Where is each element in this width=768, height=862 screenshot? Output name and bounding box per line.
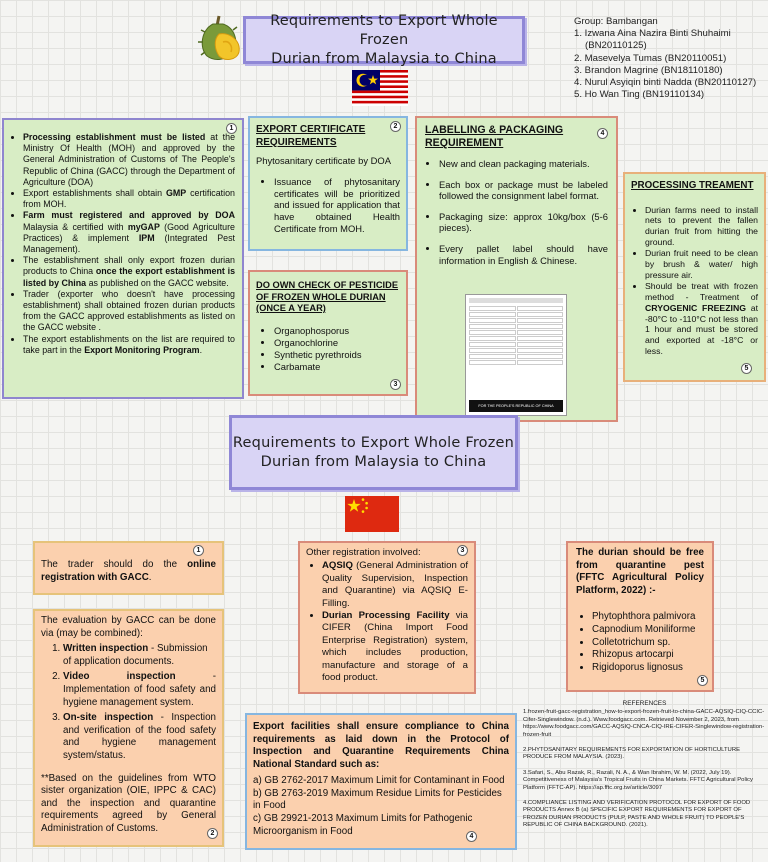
box-number-badge: 5 <box>697 675 708 686</box>
china-box-quarantine-pest: The durian should be free from quarantin… <box>566 541 714 692</box>
box-number-badge: 1 <box>226 123 237 134</box>
packaging-list: New and clean packaging materials. Each … <box>425 158 608 266</box>
china-flag <box>345 496 399 532</box>
list-item: Organophosporus <box>274 325 400 337</box>
list-item: Rhizopus artocarpi <box>592 649 704 662</box>
title-line-2: Durian from Malaysia to China <box>271 50 497 67</box>
pest-list: Phytophthora palmivora Capnodium Monilif… <box>576 611 704 674</box>
malaysia-box-export-certificate: 2 EXPORT CERTIFICATE REQUIREMENTS Phytos… <box>248 116 408 251</box>
pesticide-list: Organophosporus Organochlorine Synthetic… <box>256 325 400 373</box>
title-line-1: Requirements to Export Whole Frozen <box>270 12 498 48</box>
label-caption: FOR THE PEOPLE'S REPUBLIC OF CHINA <box>469 400 563 412</box>
reference-item: 1.frozen-fruit-gacc-registration_how-to-… <box>523 709 765 738</box>
title-line-2: Durian from Malaysia to China <box>260 453 487 470</box>
list-item: Synthetic pyrethroids <box>274 349 400 361</box>
standard-item: b) GB 2763-2019 Maximum Residue Limits f… <box>253 787 502 812</box>
page-title-china: Requirements to Export Whole Frozen Duri… <box>229 415 518 490</box>
china-box-compliance: Export facilities shall ensure complianc… <box>245 713 517 850</box>
box-number-badge: 5 <box>741 363 752 374</box>
group-member: (BN20110125) <box>585 40 647 52</box>
references: REFERENCES 1.frozen-fruit-gacc-registrat… <box>523 700 766 830</box>
box-intro: The evaluation by GACC can be done via (… <box>41 615 216 639</box>
certificate-list: Issuance of phytosanitary certificates w… <box>256 176 400 234</box>
list-item: Organochlorine <box>274 337 400 349</box>
durian-illustration <box>193 12 245 64</box>
list-item: Durian fruit need to be clean by brush &… <box>645 248 758 281</box>
list-item: Written inspection - Submission of appli… <box>63 643 216 668</box>
box-heading: DO OWN CHECK OF PESTICIDE OF FROZEN WHOL… <box>256 280 399 314</box>
box-note: **Based on the guidelines from WTO siste… <box>41 772 216 834</box>
list-item: Rigidoporus lignosus <box>592 662 704 675</box>
page-title-malaysia: Requirements to Export Whole Frozen Duri… <box>243 13 525 67</box>
evaluation-list: Written inspection - Submission of appli… <box>41 643 216 762</box>
list-item: Issuance of phytosanitary certificates w… <box>274 176 400 234</box>
group-member: 1. Izwana Aina Nazira Binti Shuhaimi <box>574 28 731 40</box>
box-intro: Phytosanitary certificate by DOA <box>256 155 391 166</box>
box-intro: Other registration involved: <box>306 547 421 558</box>
list-item: The establishment shall only export froz… <box>23 255 235 289</box>
group-info: Group: Bambangan 1. Izwana Aina Nazira B… <box>574 16 764 101</box>
registration-list: AQSIQ (General Administration of Quality… <box>306 560 468 684</box>
box-number-badge: 3 <box>390 379 401 390</box>
list-item: Processing establishment must be listed … <box>23 132 235 188</box>
box-heading: EXPORT CERTIFICATE REQUIREMENTS <box>256 124 366 148</box>
consignment-label-sample: FOR THE PEOPLE'S REPUBLIC OF CHINA <box>465 294 567 416</box>
list-item: New and clean packaging materials. <box>439 158 608 170</box>
box-heading: LABELLING & PACKAGING REQUIREMENT <box>425 124 564 149</box>
title-line-1: Requirements to Export Whole Frozen <box>232 434 515 451</box>
malaysia-box-establishment: 1 Processing establishment must be liste… <box>2 118 244 399</box>
group-member: 4. Nurul Asyiqin binti Nadda (BN20110127… <box>574 77 757 89</box>
list-item: The export establishments on the list ar… <box>23 334 235 356</box>
standard-item: c) GB 29921-2013 Maximum Limits for Path… <box>253 812 473 837</box>
reference-item: 3.Safari, S., Abu Razak, R., Razali, N. … <box>523 769 753 791</box>
malaysia-box-processing: PROCESSING TREAMENT Durian farms need to… <box>623 172 766 382</box>
reference-item: 2.PHYTOSANITARY REQUIREMENTS FOR EXPORTA… <box>523 747 740 761</box>
standard-item: a) GB 2762-2017 Maximum Limit for Contam… <box>253 774 505 786</box>
list-item: Colletotrichum sp. <box>592 637 704 650</box>
processing-list: Durian farms need to install nets to pre… <box>631 205 758 358</box>
box-intro: Export facilities shall ensure complianc… <box>253 721 509 771</box>
list-item: Durian farms need to install nets to pre… <box>645 205 758 249</box>
malaysia-box-labelling: 4 LABELLING & PACKAGING REQUIREMENT New … <box>415 116 618 422</box>
list-item: Export establishments shall obtain GMP c… <box>23 188 235 210</box>
malaysia-box-pesticide-check: DO OWN CHECK OF PESTICIDE OF FROZEN WHOL… <box>248 270 408 396</box>
list-item: Carbamate <box>274 361 400 373</box>
box-text: The trader should do the online registra… <box>41 559 216 583</box>
malaysia-flag <box>352 70 408 106</box>
establishment-list: Processing establishment must be listed … <box>11 132 235 356</box>
china-box-other-registration: 3 Other registration involved: AQSIQ (Ge… <box>298 541 476 694</box>
reference-item: 4.COMPLIANCE LISTING AND VERIFICATION PR… <box>523 800 751 829</box>
list-item: Packaging size: approx 10kg/box (5-6 pie… <box>439 211 608 234</box>
list-item: Each box or package must be labeled foll… <box>439 179 608 202</box>
list-item: Trader (exporter who doesn't have proces… <box>23 289 235 334</box>
list-item: Farm must registered and approved by DOA… <box>23 210 235 255</box>
china-box-online-registration: 1 The trader should do the online regist… <box>33 541 224 595</box>
references-heading: REFERENCES <box>622 700 667 707</box>
list-item: Phytophthora palmivora <box>592 611 704 624</box>
box-heading: PROCESSING TREAMENT <box>631 180 754 191</box>
box-intro: The durian should be free from quarantin… <box>576 547 704 596</box>
box-number-badge: 4 <box>466 831 477 842</box>
box-number-badge: 3 <box>457 545 468 556</box>
list-item: On-site inspection - Inspection and veri… <box>63 712 216 762</box>
list-item: Capnodium Moniliforme <box>592 624 704 637</box>
list-item: Every pallet label should have informati… <box>439 243 608 266</box>
box-number-badge: 4 <box>597 128 608 139</box>
list-item: Durian Processing Facility via CIFER (Ch… <box>322 610 468 684</box>
group-member: 2. Masevelya Tumas (BN20110051) <box>574 52 727 64</box>
list-item: Should be treat with frozen method - Tre… <box>645 281 758 357</box>
box-number-badge: 2 <box>207 828 218 839</box>
list-item: AQSIQ (General Administration of Quality… <box>322 560 468 610</box>
china-box-evaluation: The evaluation by GACC can be done via (… <box>33 609 224 847</box>
group-heading: Group: Bambangan <box>574 16 658 27</box>
box-number-badge: 2 <box>390 121 401 132</box>
group-member: 5. Ho Wan Ting (BN19110134) <box>574 89 705 101</box>
list-item: Video inspection - Implementation of foo… <box>63 671 216 709</box>
box-number-badge: 1 <box>193 545 204 556</box>
group-member: 3. Brandon Magrine (BN18110180) <box>574 64 723 76</box>
